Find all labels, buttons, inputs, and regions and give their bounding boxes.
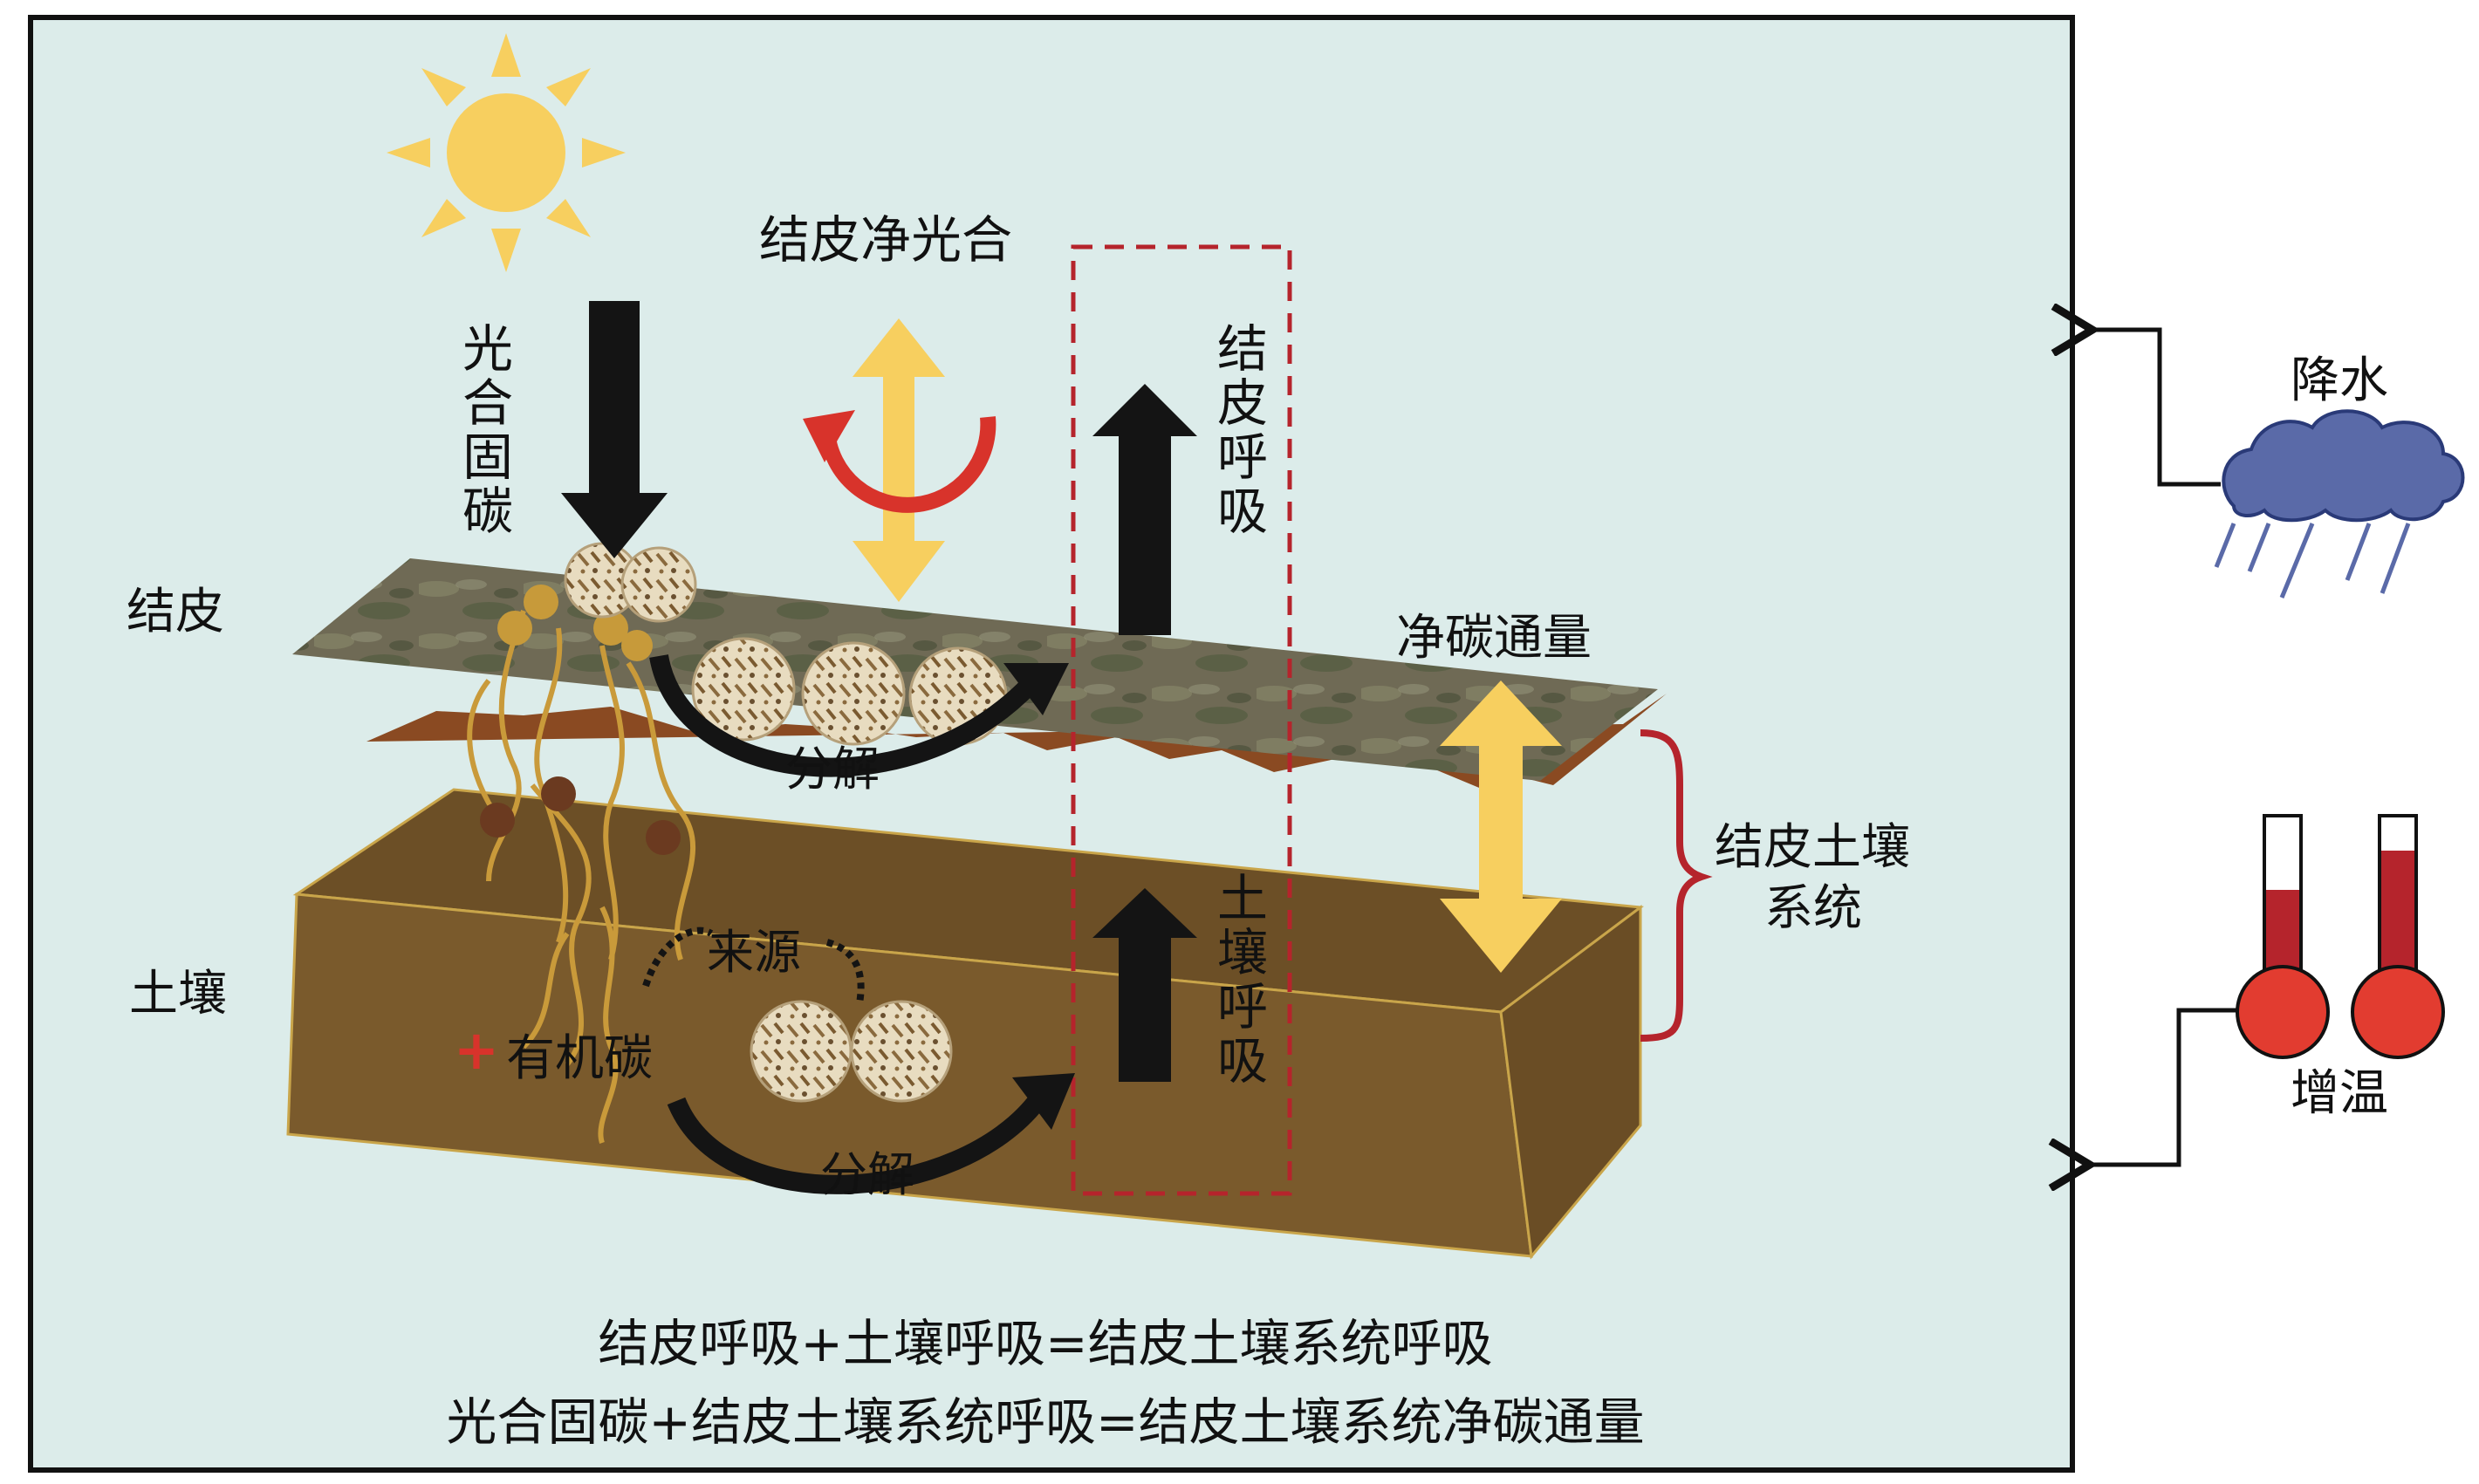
label-crust-soil-system-line2: 系统 xyxy=(1764,880,1862,937)
vertical-char: 结 xyxy=(1217,319,1268,379)
svg-text:土壤呼吸: 土壤呼吸 xyxy=(1217,869,1268,1091)
soil-decomposition-arrow xyxy=(667,1073,1075,1194)
photosynthesis-down-arrow xyxy=(561,301,668,558)
soil-respiration-up-arrow xyxy=(1092,888,1197,1082)
crust-decomposition-arrow xyxy=(649,653,1069,777)
vertical-char: 光 xyxy=(462,319,513,379)
equation-1: 结皮呼吸+土壤呼吸=结皮土壤系统呼吸 xyxy=(598,1314,1492,1373)
vertical-char: 壤 xyxy=(1217,923,1268,982)
vertical-char: 吸 xyxy=(1217,482,1268,541)
rain-cloud-icon xyxy=(2214,409,2465,598)
vertical-char: 呼 xyxy=(1217,427,1268,487)
sun-icon xyxy=(387,33,626,272)
soil-microbes xyxy=(750,1000,953,1103)
vertical-char: 固 xyxy=(462,427,513,487)
crust-microbes-top xyxy=(564,542,697,623)
warming-connector xyxy=(2087,1008,2243,1165)
plus-marker: + xyxy=(454,1018,499,1082)
label-soil: 土壤 xyxy=(129,966,227,1022)
label-precipitation: 降水 xyxy=(2291,352,2388,409)
label-crust: 结皮 xyxy=(127,584,224,640)
thermometer-low-icon xyxy=(2236,814,2330,1059)
label-crust-soil-system-line1: 结皮土壤 xyxy=(1715,819,1910,876)
vertical-char: 碳 xyxy=(462,482,513,541)
label-soil-respiration: 土壤呼吸 xyxy=(1217,869,1268,1091)
red-cycle-arrow-icon xyxy=(803,410,996,513)
crust-soil-system-brace xyxy=(1640,729,1713,1042)
svg-text:结皮呼吸: 结皮呼吸 xyxy=(1217,319,1268,541)
label-net-carbon-flux: 净碳通量 xyxy=(1396,610,1592,667)
net-carbon-flux-arrow xyxy=(1440,680,1562,973)
respiration-dashed-box xyxy=(1071,244,1292,1196)
label-organic-carbon: 有机碳 xyxy=(506,1030,653,1087)
source-dotted-arcs xyxy=(642,927,865,1004)
cyanobacteria-beads xyxy=(480,585,681,855)
label-decomposition-soil: 分解 xyxy=(820,1147,914,1202)
label-crust-respiration: 结皮呼吸 xyxy=(1217,319,1268,541)
root-filaments xyxy=(467,610,696,1144)
thermometer-high-icon xyxy=(2351,814,2445,1059)
equation-2: 光合固碳+结皮土壤系统呼吸=结皮土壤系统净碳通量 xyxy=(446,1392,1644,1452)
vertical-char: 皮 xyxy=(1217,373,1268,433)
svg-text:光合固碳: 光合固碳 xyxy=(462,319,513,541)
vertical-char: 土 xyxy=(1217,869,1268,928)
crust-microbes-decomposers xyxy=(691,637,1008,746)
crust-net-photosynthesis-arrow xyxy=(853,318,945,602)
label-source: 来源 xyxy=(707,925,801,980)
vertical-char: 吸 xyxy=(1217,1031,1268,1091)
label-photosynthetic-fixation: 光合固碳 xyxy=(462,319,513,541)
vertical-char: 呼 xyxy=(1217,977,1268,1036)
label-warming: 增温 xyxy=(2291,1065,2388,1122)
label-decomposition-crust: 分解 xyxy=(785,742,880,797)
crust-respiration-up-arrow xyxy=(1092,384,1197,635)
vertical-char: 合 xyxy=(462,373,513,433)
label-crust-net-photosynthesis: 结皮净光合 xyxy=(759,210,1012,270)
precipitation-connector xyxy=(2090,330,2221,487)
